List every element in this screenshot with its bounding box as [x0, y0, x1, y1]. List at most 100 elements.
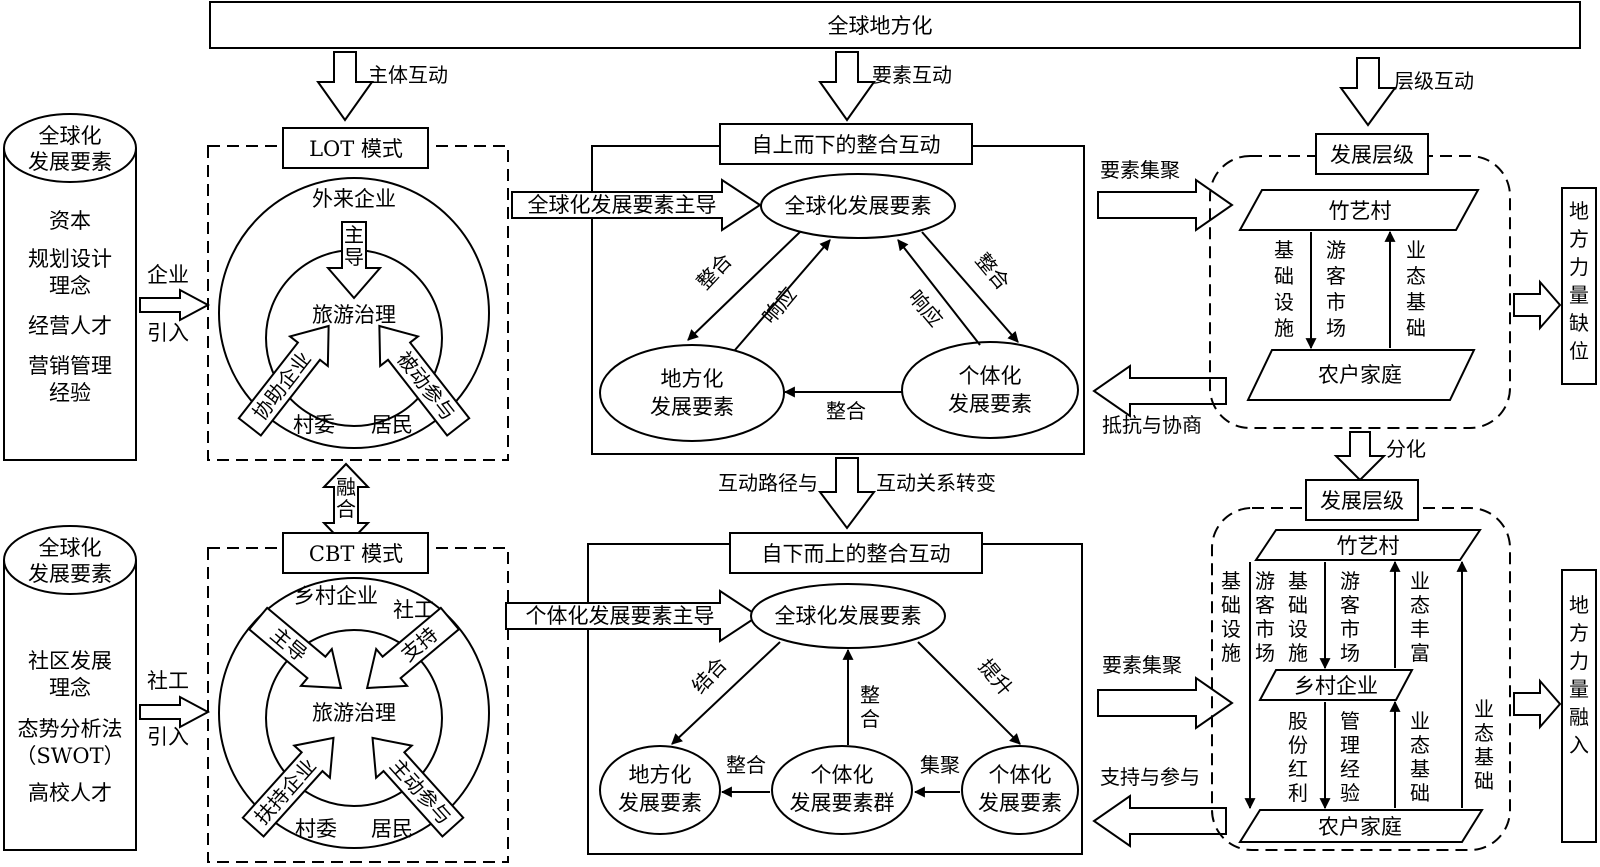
rb-agg-arrow: [1097, 676, 1234, 730]
rb-base-inner-char: 基: [1410, 757, 1430, 781]
lot-title-box: [282, 127, 429, 169]
rt-base-text: 业 态 基 础: [1406, 238, 1426, 340]
bottomup-local-node: [599, 745, 721, 835]
rt-infra-text: 基 础 设 施: [1274, 238, 1294, 340]
bottomup-local-1: 地方化: [629, 763, 692, 787]
rb-base-inner-char: 业: [1410, 709, 1430, 733]
topdown-local-2: 发展要素: [650, 395, 734, 419]
top-banner-box: [209, 1, 1581, 49]
bottomup-group-2: 发展要素群: [790, 791, 895, 815]
topdown-title: 自上而下的整合互动: [752, 133, 941, 157]
cbt-bottom-right: 居民: [371, 817, 413, 841]
differentiation-label: 分化: [1386, 437, 1426, 461]
bottomup-local-2: 发展要素: [618, 791, 702, 815]
cylinder-top-item: 规划设计: [28, 247, 112, 271]
bottomup-title-box: [729, 532, 983, 574]
rb-household-box: [1238, 809, 1484, 843]
intro-top-line-2: 引入: [147, 321, 189, 345]
rb-outcome-char: 量: [1569, 677, 1589, 701]
topdown-edge-integrate-right: [921, 231, 1019, 343]
topdown-lead-arrow: [511, 178, 762, 232]
rb-market-a-char: 市: [1255, 617, 1275, 641]
rt-agg-arrow: [1097, 178, 1234, 232]
bottomup-individual-node: [961, 745, 1079, 835]
top-banner-label: 全球地方化: [828, 14, 933, 38]
intro-bottom-line-2: 引入: [147, 725, 189, 749]
rb-base-outer-text: 业 态 基 础: [1474, 697, 1494, 793]
lot-bottom-left: 村委: [293, 413, 335, 437]
lot-lead-2: 导: [344, 245, 364, 269]
lot-outer-label: 外来企业: [312, 187, 396, 211]
rb-infra-outer-char: 础: [1221, 593, 1241, 617]
rb-level-title-box: [1305, 479, 1419, 521]
rb-rich-char: 业: [1410, 569, 1430, 593]
rt-outcome-box: [1561, 187, 1597, 385]
rb-rich-char: 富: [1410, 641, 1430, 665]
cylinder-bottom-item: （SWOT）: [15, 744, 124, 768]
topdown-individual-node: [901, 341, 1079, 439]
cylinder-top: 全球化 发展要素 资本 规划设计 理念 经营人才 营销管理 经验: [3, 113, 137, 461]
rt-market-char: 游: [1326, 238, 1346, 262]
bottomup-enhance-label: 提升: [974, 654, 1018, 700]
rb-base-inner-char: 态: [1410, 733, 1430, 757]
cylinder-top-title-1: 全球化: [39, 124, 102, 148]
cylinder-top-item: 营销管理: [28, 354, 112, 378]
bottomup-edge-enhance: [917, 641, 1021, 745]
rt-outcome-char: 位: [1569, 339, 1589, 363]
rt-base-char: 基: [1406, 290, 1426, 314]
rt-level-frame: [1209, 155, 1511, 429]
rt-resist-label: 抵抗与协商: [1102, 413, 1202, 437]
rb-outcome-text: 地 方 力 量 融 入: [1569, 593, 1589, 757]
rb-infra-inner-char: 施: [1288, 641, 1308, 665]
lot-bottom-right: 居民: [371, 413, 413, 437]
rb-infra-outer-text: 基 础 设 施: [1221, 569, 1241, 665]
differentiation-arrow: [1333, 431, 1387, 482]
topdown-respond-left-label: 响应: [757, 282, 801, 328]
rb-infra-inner-char: 基: [1288, 569, 1308, 593]
rt-outcome-char: 量: [1569, 283, 1589, 307]
rb-village-box: [1254, 529, 1482, 561]
transition-arrow: [818, 457, 876, 530]
rt-base-char: 业: [1406, 238, 1426, 262]
rt-level-title: 发展层级: [1330, 143, 1414, 167]
rb-village-label: 竹艺村: [1337, 534, 1400, 558]
rb-outcome-char: 融: [1569, 705, 1589, 729]
rb-base-inner-char: 础: [1410, 781, 1430, 805]
bottomup-title: 自下而上的整合互动: [762, 542, 951, 566]
rb-infra-outer-char: 基: [1221, 569, 1241, 593]
cylinder-bottom-title-2: 发展要素: [28, 562, 112, 586]
rb-rich-text: 业 态 丰 富: [1410, 569, 1430, 665]
rb-outcome-char: 入: [1569, 733, 1589, 757]
rb-mgmt-char: 验: [1340, 781, 1360, 805]
rb-outcome-arrow: [1513, 678, 1562, 730]
intro-bottom-arrow: [139, 695, 211, 729]
intro-top-arrow: [139, 288, 211, 322]
rb-support-label: 支持与参与: [1100, 765, 1200, 789]
rb-base-outer-char: 基: [1474, 745, 1494, 769]
rt-base-char: 础: [1406, 316, 1426, 340]
transition-label-2: 互动关系转变: [876, 471, 996, 495]
merge-label-2: 合: [336, 497, 356, 521]
bottomup-edge-combine: [671, 641, 781, 745]
rb-outcome-char: 地: [1569, 593, 1589, 617]
bottomup-integrate-v-1: 整: [860, 683, 880, 707]
rt-market-text: 游 客 市 场: [1326, 238, 1346, 340]
cbt-outer-circle: [218, 577, 490, 849]
rt-household-box: [1246, 349, 1476, 401]
rb-rich-char: 丰: [1410, 617, 1430, 641]
rb-level-title: 发展层级: [1320, 489, 1404, 513]
cylinder-top-item: 经营人才: [28, 314, 112, 338]
topdown-edge-respond-left: [734, 239, 831, 351]
intro-top-line-1: 企业: [147, 263, 189, 287]
rt-outcome-char: 缺: [1569, 311, 1589, 335]
rb-equity-char: 份: [1288, 733, 1308, 757]
topdown-global-node: [760, 173, 956, 239]
lot-title: LOT 模式: [309, 137, 403, 161]
topdown-individual-1: 个体化: [959, 364, 1022, 388]
bottomup-global-label: 全球化发展要素: [775, 604, 922, 628]
rt-outcome-text: 地 方 力 量 缺 位: [1569, 199, 1589, 363]
topdown-integrate-right-label: 整合: [971, 248, 1015, 294]
topdown-local-1: 地方化: [661, 367, 724, 391]
rt-outcome-char: 方: [1569, 227, 1589, 251]
rb-base-inner-text: 业 态 基 础: [1410, 709, 1430, 805]
